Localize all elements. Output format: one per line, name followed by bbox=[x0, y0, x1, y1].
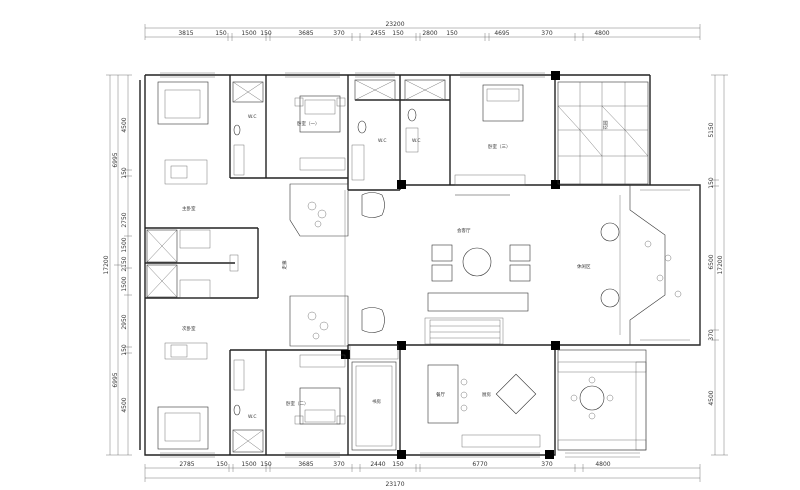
bottom-total-dim: 23170 bbox=[385, 481, 404, 488]
right-total-dim: 17200 bbox=[717, 255, 724, 274]
dining: 餐厅 bbox=[427, 364, 541, 448]
bottom-dimensions: 2785 150 1500 150 3685 370 2440 150 6770… bbox=[144, 461, 701, 488]
study-label: 书房 bbox=[372, 398, 381, 405]
windows bbox=[160, 72, 640, 458]
top-dim-12: 370 bbox=[541, 30, 553, 37]
left-dim-8: 150 bbox=[121, 344, 128, 356]
kitchen-label: 厨房 bbox=[482, 391, 491, 398]
bottom-dim-2: 150 bbox=[216, 461, 228, 468]
wc-4-label: W.C bbox=[412, 138, 421, 144]
stair bbox=[424, 317, 504, 345]
master-bedroom-label: 主卧室 bbox=[182, 205, 196, 212]
wc-3-label: W.C bbox=[248, 414, 257, 420]
bottom-dim-9: 6770 bbox=[472, 461, 487, 468]
right-dim-1: 5150 bbox=[708, 122, 715, 137]
bedroom-1-label: 卧室（一） bbox=[297, 120, 320, 127]
left-dim-3: 2750 bbox=[121, 212, 128, 227]
left-dim-4: 1500 bbox=[121, 237, 128, 252]
left-outer-dim-2: 6995 bbox=[112, 372, 119, 387]
dining-label: 餐厅 bbox=[436, 391, 445, 398]
left-dim-2: 150 bbox=[121, 167, 128, 179]
bedroom-3: 卧室（三） bbox=[454, 84, 526, 186]
wc-1: W.C bbox=[232, 81, 264, 176]
second-bedroom: 次卧室 bbox=[157, 325, 209, 450]
bottom-dim-5: 3685 bbox=[298, 461, 313, 468]
right-dim-4: 370 bbox=[708, 329, 715, 341]
bottom-dim-3: 1500 bbox=[241, 461, 256, 468]
master-bedroom: 主卧室 bbox=[157, 81, 209, 212]
bottom-dim-7: 2440 bbox=[370, 461, 385, 468]
right-dim-2: 150 bbox=[708, 177, 715, 189]
bottom-dim-10: 370 bbox=[541, 461, 553, 468]
right-dimensions: 5150 150 6500 370 4500 17200 bbox=[708, 74, 728, 456]
top-dim-13: 4800 bbox=[594, 30, 609, 37]
top-dim-5: 3685 bbox=[298, 30, 313, 37]
bedroom-2: 卧室（二） bbox=[286, 354, 346, 425]
corridor-label: 走廊 bbox=[281, 260, 288, 269]
garden-label: 花园 bbox=[602, 120, 609, 129]
wc-4: W.C bbox=[412, 138, 421, 144]
bay-feature-top bbox=[361, 192, 385, 218]
right-dim-5: 4500 bbox=[708, 390, 715, 405]
top-dim-6: 370 bbox=[333, 30, 345, 37]
exterior-walls bbox=[139, 74, 701, 456]
middle-baths bbox=[146, 229, 239, 299]
planter-top bbox=[289, 183, 349, 237]
lounge-label: 休闲区 bbox=[577, 263, 591, 270]
right-dim-3: 6500 bbox=[708, 254, 715, 269]
left-dim-5: 2150 bbox=[121, 256, 128, 271]
wc-3: W.C bbox=[232, 359, 264, 453]
corridor: 走廊 bbox=[281, 190, 346, 345]
top-dim-7: 2455 bbox=[370, 30, 385, 37]
left-total-dim: 17200 bbox=[103, 255, 110, 274]
wc-2-label: W.C bbox=[378, 138, 387, 144]
bedroom-2-label: 卧室（二） bbox=[286, 400, 309, 407]
living-room-label: 会客厅 bbox=[457, 227, 471, 234]
wc-1-label: W.C bbox=[248, 114, 257, 120]
living-room: 会客厅 bbox=[427, 194, 531, 345]
left-outer-dim-1: 6995 bbox=[112, 152, 119, 167]
lounge: 休闲区 bbox=[577, 184, 701, 346]
bottom-dim-6: 370 bbox=[333, 461, 345, 468]
top-dimensions: 23200 3815 150 1500 150 3685 370 2455 15… bbox=[144, 21, 701, 41]
wc-2: W.C bbox=[351, 79, 446, 181]
second-bedroom-label: 次卧室 bbox=[182, 325, 196, 332]
top-dim-4: 150 bbox=[260, 30, 272, 37]
bay-feature-bottom bbox=[361, 307, 385, 333]
bedroom-1: 卧室（一） bbox=[294, 95, 346, 171]
planter-bottom bbox=[289, 295, 349, 347]
left-dim-6: 1500 bbox=[121, 276, 128, 291]
left-dimensions: 17200 6995 6995 4500 150 2750 1500 2150 … bbox=[103, 74, 132, 456]
study: 书房 bbox=[349, 344, 399, 451]
top-dim-8: 150 bbox=[392, 30, 404, 37]
top-dim-3: 1500 bbox=[241, 30, 256, 37]
kitchen: 厨房 bbox=[482, 349, 647, 451]
top-dim-9: 2800 bbox=[422, 30, 437, 37]
top-dim-10: 150 bbox=[446, 30, 458, 37]
interior-walls bbox=[145, 75, 555, 455]
bottom-dim-1: 2785 bbox=[179, 461, 194, 468]
left-dim-7: 2950 bbox=[121, 314, 128, 329]
structural-columns bbox=[341, 71, 560, 459]
bottom-dim-8: 150 bbox=[392, 461, 404, 468]
bottom-dim-4: 150 bbox=[260, 461, 272, 468]
left-dim-1: 4500 bbox=[121, 117, 128, 132]
bedroom-3-label: 卧室（三） bbox=[488, 143, 511, 150]
garden: 花园 bbox=[557, 81, 649, 185]
bottom-dim-11: 4800 bbox=[595, 461, 610, 468]
left-dim-9: 4500 bbox=[121, 397, 128, 412]
top-total-dim: 23200 bbox=[385, 21, 404, 28]
top-dim-2: 150 bbox=[215, 30, 227, 37]
top-dim-1: 3815 bbox=[178, 30, 193, 37]
top-dim-11: 4695 bbox=[494, 30, 509, 37]
